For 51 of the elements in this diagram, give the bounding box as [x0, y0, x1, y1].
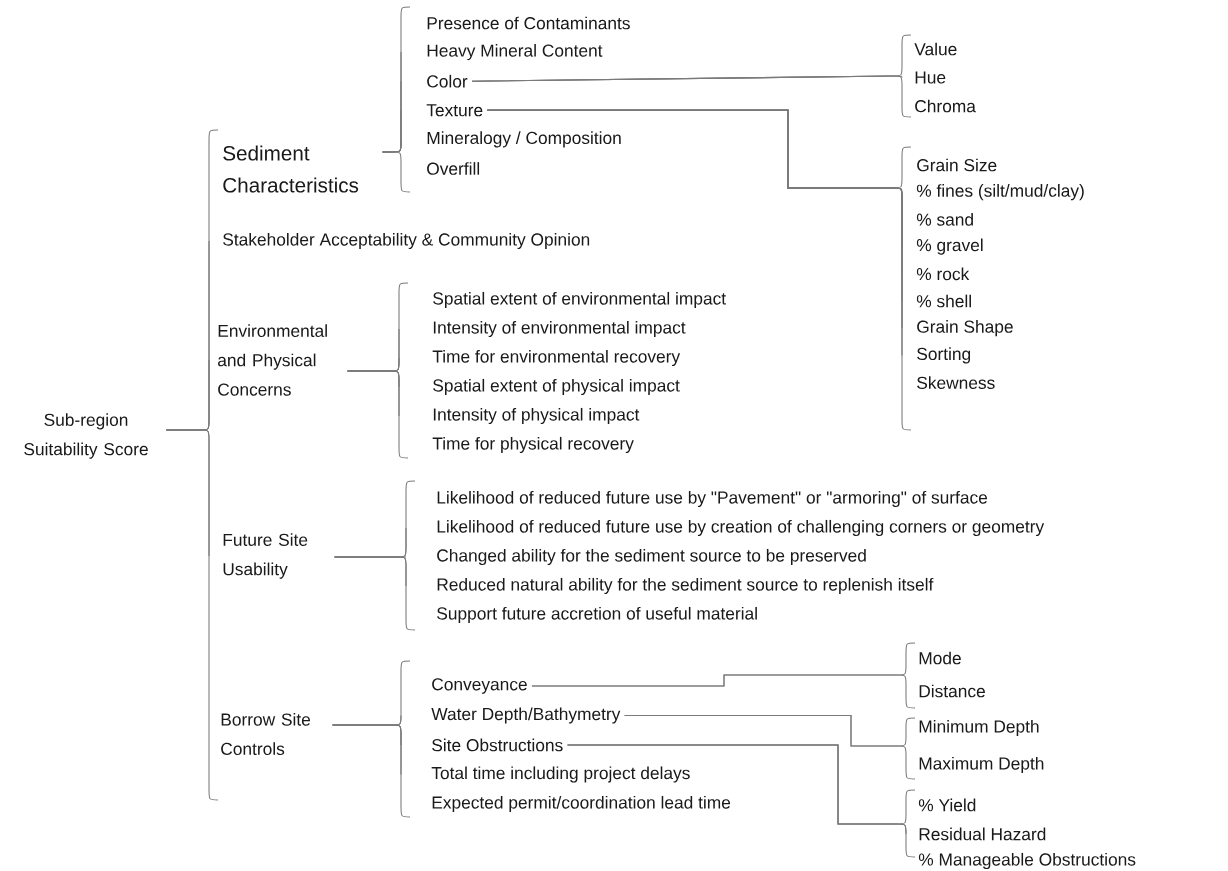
- heading-label: Sediment Characteristics: [223, 145, 359, 193]
- item-label: % rock: [916, 267, 970, 281]
- item-label: Expected permit/coordination lead time: [432, 795, 731, 813]
- item-label: Intensity of physical impact: [433, 407, 640, 425]
- item-label: Spatial extent of physical impact: [433, 378, 680, 396]
- category-label: Sub-region Suitability Score: [24, 413, 148, 459]
- item-label: Presence of Contaminants: [427, 16, 630, 30]
- item-label: % shell: [916, 294, 971, 308]
- item-label: Value: [914, 42, 957, 56]
- category-label: Environmental and Physical Concerns: [218, 324, 327, 396]
- item-label: Spatial extent of environmental impact: [433, 291, 726, 309]
- item-label: Stakeholder Acceptability & Community Opinion: [223, 232, 590, 250]
- item-label: Maximum Depth: [919, 756, 1044, 774]
- item-label: Skewness: [917, 376, 995, 389]
- item-label: Intensity of environmental impact: [433, 320, 686, 338]
- item-label: % gravel: [916, 238, 983, 255]
- category-label: Borrow Site Controls: [221, 712, 311, 756]
- item-label: Water Depth/Bathymetry: [431, 707, 621, 724]
- item-label: % Yield: [918, 798, 976, 812]
- item-label: Sorting: [917, 347, 971, 364]
- item-label: Time for environmental recovery: [432, 349, 681, 367]
- item-label: Hue: [915, 71, 946, 84]
- brace-connector: [567, 744, 916, 858]
- item-label: Likelihood of reduced future use by "Pavement" or "armoring" of surface: [437, 490, 988, 508]
- item-label: % fines (silt/mud/clay): [916, 184, 1084, 201]
- item-label: Time for physical recovery: [432, 436, 634, 454]
- item-label: Distance: [919, 684, 985, 698]
- item-label: Reduced natural ability for the sediment source to replenish itself: [437, 577, 934, 595]
- item-label: Grain Size: [917, 158, 997, 172]
- item-label: Changed ability for the sediment source to be preserved: [437, 548, 866, 566]
- item-label: % sand: [916, 213, 973, 226]
- category-label: Future Site Usability: [223, 533, 308, 579]
- item-label: Likelihood of reduced future use by creation of challenging corners or geometry: [437, 519, 1045, 537]
- item-label: Mode: [919, 651, 961, 665]
- item-label: Conveyance: [432, 678, 527, 694]
- item-label: Support future accretion of useful material: [437, 606, 757, 624]
- item-label: % Manageable Obstructions: [918, 852, 1136, 870]
- item-label: Chroma: [915, 99, 976, 113]
- item-label: Site Obstructions: [432, 738, 563, 752]
- brace-connector: [624, 714, 916, 780]
- item-label: Color: [427, 74, 468, 88]
- item-label: Total time including project delays: [431, 766, 690, 783]
- item-label: Grain Shape: [917, 320, 1013, 337]
- item-label: Texture: [426, 104, 483, 117]
- item-label: Heavy Mineral Content: [427, 44, 603, 61]
- brace-connector: [531, 674, 916, 709]
- brace-connector: [347, 370, 409, 459]
- item-label: Overfill: [427, 162, 480, 175]
- item-label: Residual Hazard: [919, 827, 1046, 841]
- item-label: Mineralogy / Composition: [427, 131, 621, 148]
- item-label: Minimum Depth: [919, 719, 1039, 737]
